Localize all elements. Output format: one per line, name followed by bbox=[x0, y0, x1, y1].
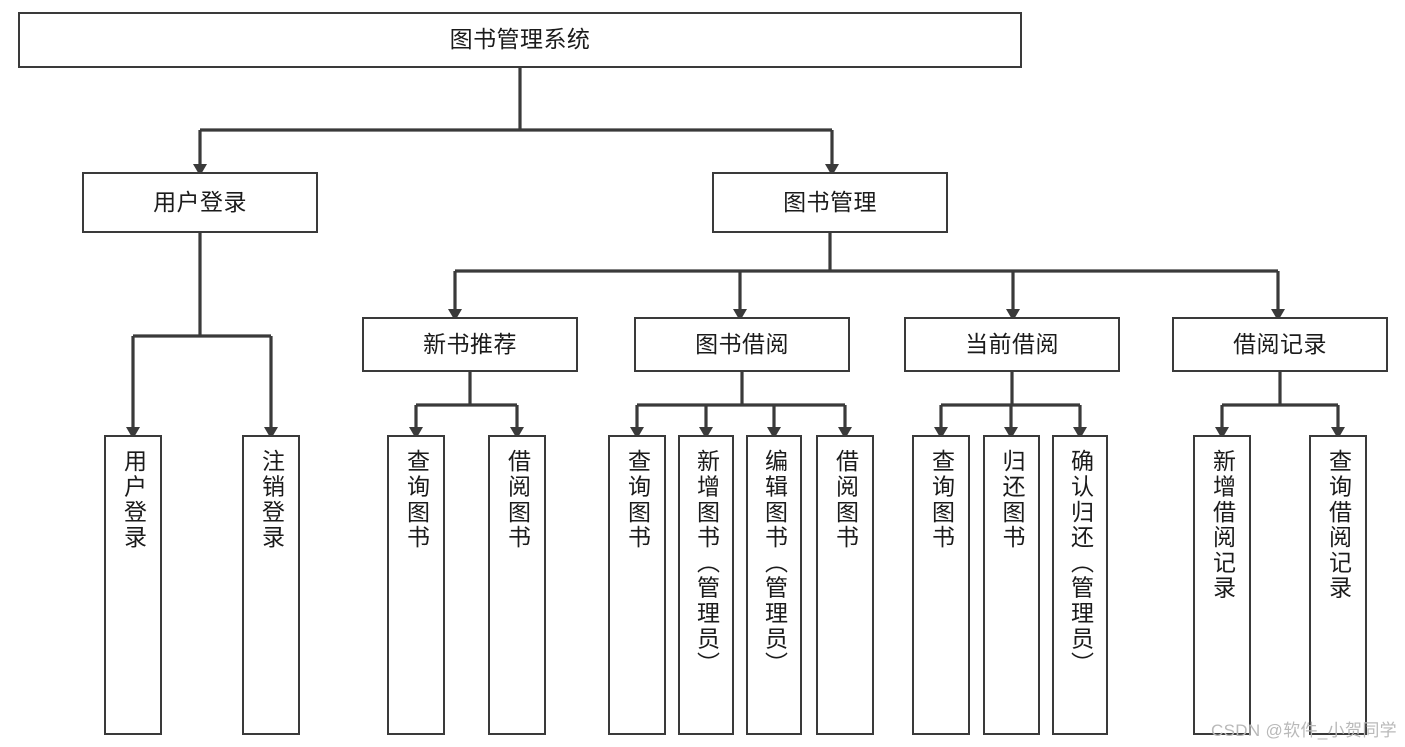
node-user-login[interactable]: 用户登录 bbox=[82, 172, 318, 233]
node-leaf-add-record[interactable]: 新增借阅记录 bbox=[1193, 435, 1251, 735]
node-leaf-add-book-label: 新增图书（管理员） bbox=[693, 449, 720, 677]
node-leaf-user-login-label: 用户登录 bbox=[120, 449, 147, 551]
node-leaf-return-book-label: 归还图书 bbox=[999, 449, 1025, 551]
node-book-borrow[interactable]: 图书借阅 bbox=[634, 317, 850, 372]
node-leaf-confirm-return-label: 确认归还（管理员） bbox=[1067, 449, 1094, 677]
node-leaf-logout[interactable]: 注销登录 bbox=[242, 435, 300, 735]
node-leaf-query-book-3[interactable]: 查询图书 bbox=[912, 435, 970, 735]
node-leaf-borrow-book-2-label: 借阅图书 bbox=[832, 449, 859, 551]
node-new-book-recommend[interactable]: 新书推荐 bbox=[362, 317, 578, 372]
node-leaf-logout-label: 注销登录 bbox=[258, 449, 285, 551]
node-borrow-record[interactable]: 借阅记录 bbox=[1172, 317, 1388, 372]
node-borrow-record-label: 借阅记录 bbox=[1233, 330, 1327, 357]
node-leaf-user-login[interactable]: 用户登录 bbox=[104, 435, 162, 735]
node-leaf-borrow-book-1[interactable]: 借阅图书 bbox=[488, 435, 546, 735]
node-leaf-add-record-label: 新增借阅记录 bbox=[1209, 449, 1236, 601]
node-leaf-query-book-2[interactable]: 查询图书 bbox=[608, 435, 666, 735]
watermark: CSDN @软件_小贺同学 bbox=[1210, 721, 1397, 740]
node-leaf-add-book[interactable]: 新增图书（管理员） bbox=[678, 435, 734, 735]
node-leaf-query-book-3-label: 查询图书 bbox=[928, 449, 955, 551]
node-current-borrow-label: 当前借阅 bbox=[965, 330, 1059, 357]
node-leaf-borrow-book-2[interactable]: 借阅图书 bbox=[816, 435, 874, 735]
node-leaf-confirm-return[interactable]: 确认归还（管理员） bbox=[1052, 435, 1108, 735]
node-leaf-borrow-book-1-label: 借阅图书 bbox=[504, 449, 531, 551]
node-user-login-label: 用户登录 bbox=[153, 188, 247, 215]
node-root-label: 图书管理系统 bbox=[449, 26, 591, 53]
node-book-manage-label: 图书管理 bbox=[783, 188, 877, 215]
node-leaf-return-book[interactable]: 归还图书 bbox=[983, 435, 1040, 735]
node-leaf-query-book-1-label: 查询图书 bbox=[403, 449, 430, 551]
node-current-borrow[interactable]: 当前借阅 bbox=[904, 317, 1120, 372]
node-leaf-query-book-1[interactable]: 查询图书 bbox=[387, 435, 445, 735]
node-book-borrow-label: 图书借阅 bbox=[695, 330, 789, 357]
node-leaf-edit-book-label: 编辑图书（管理员） bbox=[761, 449, 788, 677]
node-leaf-query-book-2-label: 查询图书 bbox=[624, 449, 651, 551]
node-leaf-query-record-label: 查询借阅记录 bbox=[1325, 449, 1352, 601]
node-new-book-recommend-label: 新书推荐 bbox=[423, 330, 517, 357]
node-leaf-edit-book[interactable]: 编辑图书（管理员） bbox=[746, 435, 802, 735]
node-book-manage[interactable]: 图书管理 bbox=[712, 172, 948, 233]
node-leaf-query-record[interactable]: 查询借阅记录 bbox=[1309, 435, 1367, 735]
node-root[interactable]: 图书管理系统 bbox=[18, 12, 1022, 68]
